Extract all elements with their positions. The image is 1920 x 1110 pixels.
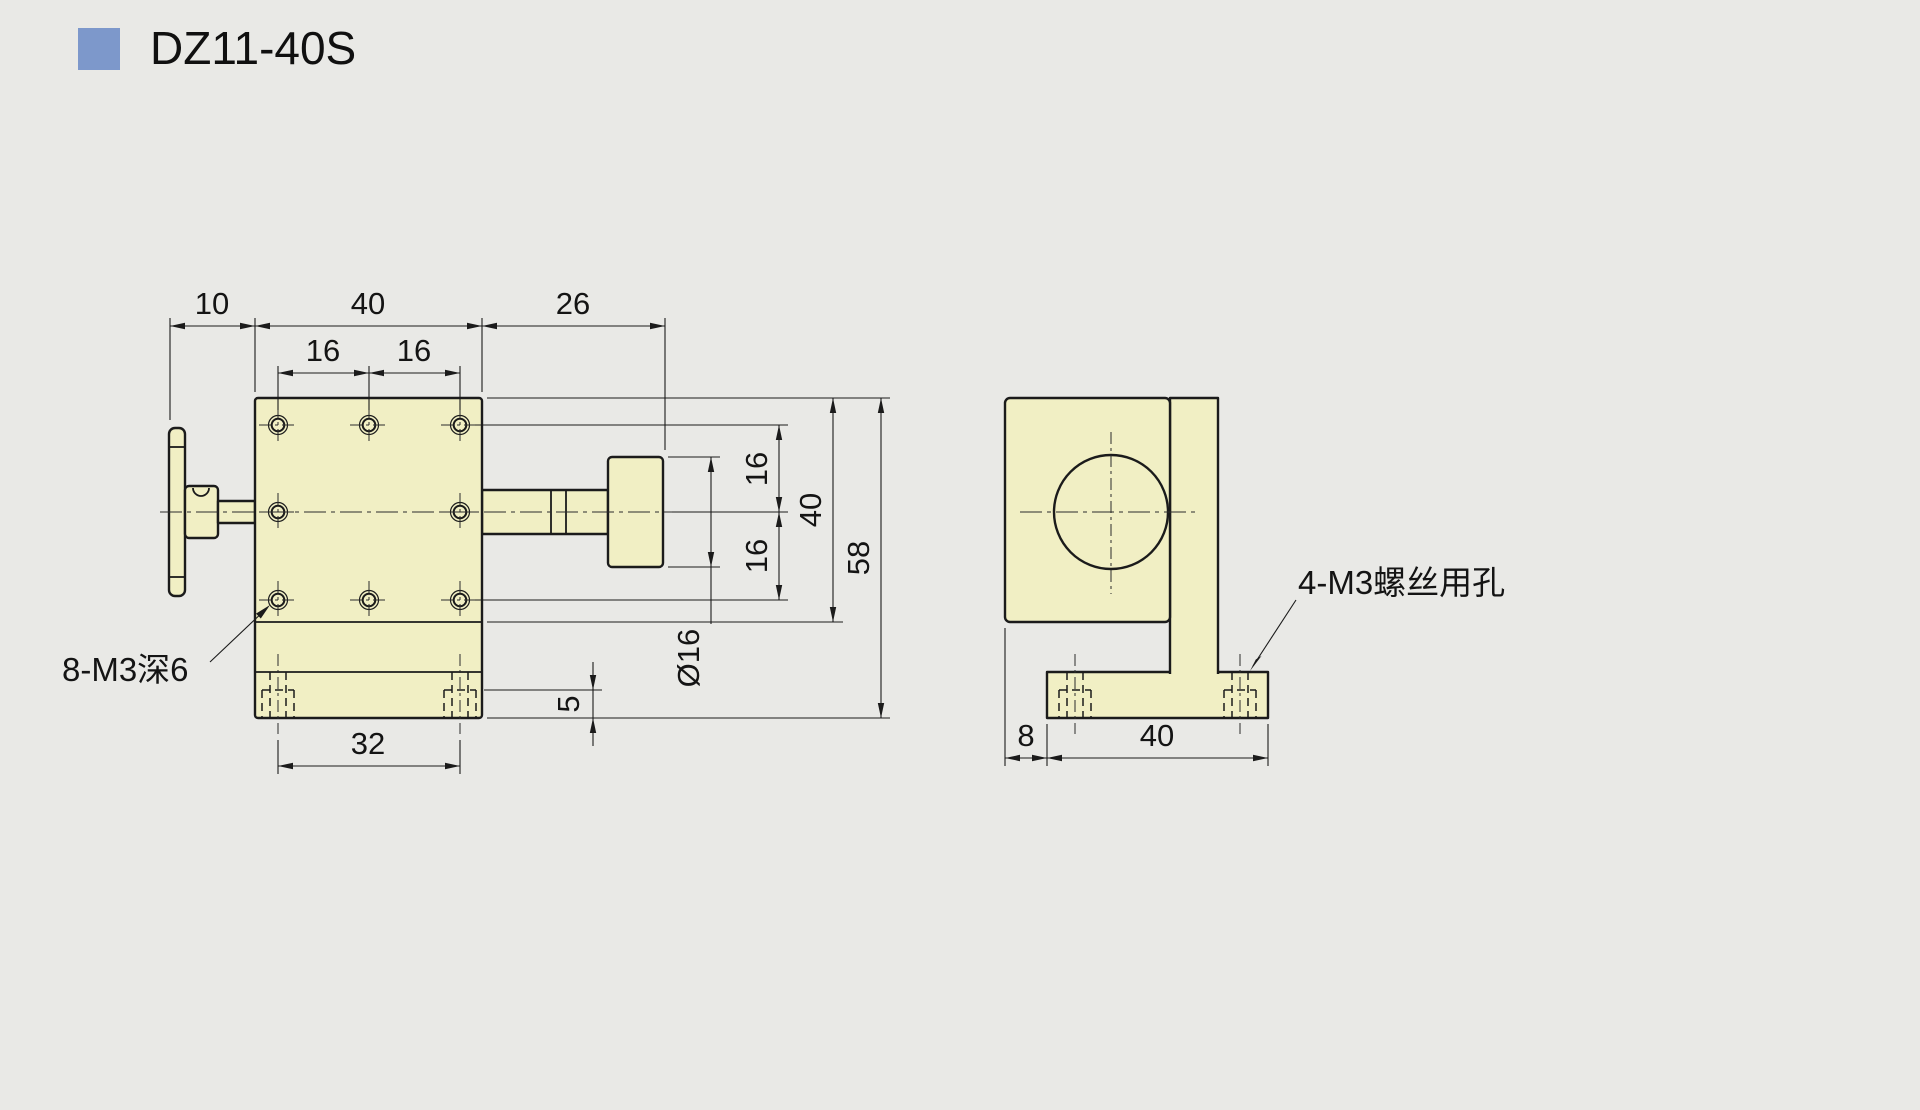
front-view: 10 40 26 16 16 16 16 40 58 Ø16 5 32 8-M3… <box>62 286 890 774</box>
title-bullet-square <box>78 28 120 70</box>
dim-10: 10 <box>195 286 229 321</box>
screw-hole-callout: 4-M3螺丝用孔 <box>1250 564 1505 671</box>
screw-hole-callout-label: 4-M3螺丝用孔 <box>1298 564 1505 601</box>
thread-callout: 8-M3深6 <box>62 605 270 688</box>
dim-16-row-top: 16 <box>739 452 774 486</box>
dim-40-top: 40 <box>351 286 385 321</box>
side-dimensions: 8 40 <box>1004 628 1269 766</box>
thread-callout-label: 8-M3深6 <box>62 651 189 688</box>
dim-8: 8 <box>1017 718 1034 753</box>
screw-hole-callout-leader <box>1252 599 1297 667</box>
dim-16-col-right: 16 <box>397 333 431 368</box>
dim-5: 5 <box>551 695 586 712</box>
front-dimensions: 10 40 26 16 16 16 16 40 58 Ø16 5 32 <box>169 286 890 774</box>
thread-callout-leader <box>209 608 267 663</box>
page-title: DZ11-40S <box>150 22 356 74</box>
dim-16-col-left: 16 <box>306 333 340 368</box>
dim-dia16: Ø16 <box>671 629 706 688</box>
side-view: 8 40 4-M3螺丝用孔 <box>1003 396 1505 766</box>
header: DZ11-40S <box>78 22 356 74</box>
dim-40-base: 40 <box>1140 718 1174 753</box>
base-flange <box>1045 670 1270 720</box>
dim-16-row-bottom: 16 <box>739 539 774 573</box>
dim-40-height: 40 <box>793 493 828 527</box>
fixed-column <box>1168 396 1220 674</box>
hub-detail-arc <box>192 487 210 497</box>
moving-block <box>1003 396 1172 624</box>
dim-58: 58 <box>841 541 876 575</box>
dim-26: 26 <box>556 286 590 321</box>
dim-32: 32 <box>351 726 385 761</box>
stage-body <box>253 396 484 720</box>
